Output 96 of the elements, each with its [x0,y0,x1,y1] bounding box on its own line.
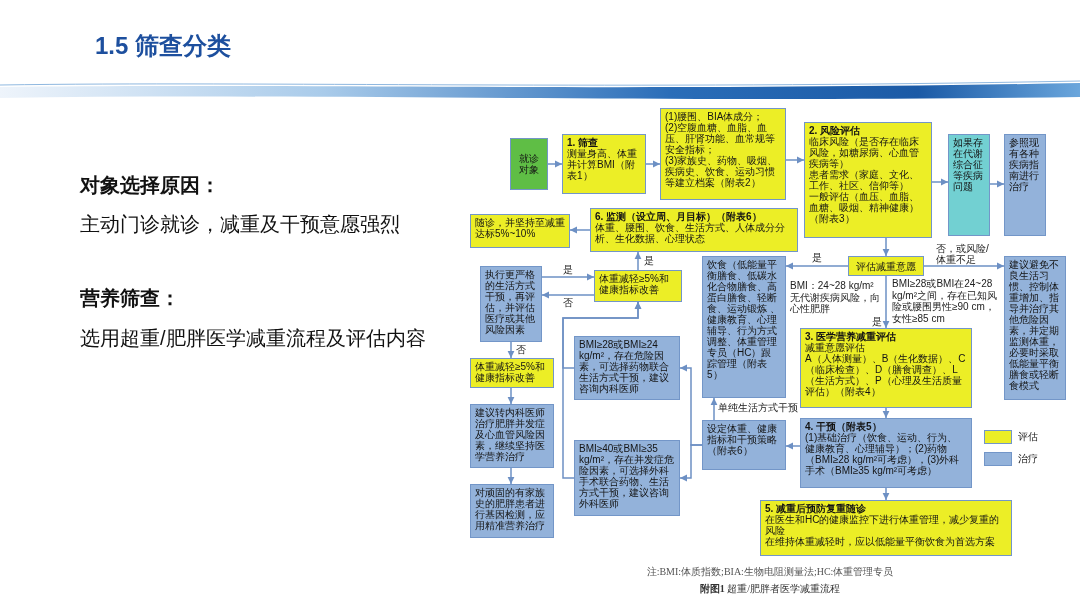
box-text: 减重意愿评估 [805,342,865,353]
arrow [541,273,595,281]
box-text: 体重、腰围、饮食、生活方式、人体成分分析、生化数据、心理状态 [595,222,786,244]
process-box [800,328,972,408]
box-text: (2)空腹血糖、血脂、血压、肝肾功能、血常规等安全指标； [665,122,776,155]
edge-label: 是 [644,255,654,266]
arrow [507,467,515,485]
edge-label: 否 [516,344,526,355]
box-text: BMI≥28或BMI≥24 kg/m²，存在危险因素，可选择药物联合生活方式干预，建议咨询内科医师 [579,339,670,394]
box-text: 如果存在代谢综合征等疾病问题 [953,137,984,192]
box-text: 对顽固的有家族史的肥胖患者进行基因检测，应用精准营养治疗 [475,487,546,531]
section-heading: 对象选择原因： [80,174,220,197]
box-text: 评估减重意愿 [856,260,916,272]
box-text: 随诊，并坚持至减重达标5%~10% [475,217,565,239]
box-text: 一般评估（血压、血脂、血糖、吸烟、精神健康）（附表3） [809,191,920,224]
arrow [547,160,563,168]
box-text: 参照现有各种疾病指南进行治疗 [1009,137,1040,192]
box-text: A（人体测量）、B（生化数据）、C（临床检查）、D（膳食调查）、L（生活方式）、P（心理及生活质量评估）（附表4） [805,353,967,397]
process-box [760,500,1012,556]
process-box [1004,134,1046,236]
arrow [569,226,591,234]
process-box [1004,256,1066,400]
legend-label: 治疗 [1018,453,1038,464]
arrow [785,262,849,270]
edge-label: 是 [872,316,882,327]
box-heading: 4. 干预（附表5） [805,421,882,432]
box-text: 就诊对象 [518,153,540,175]
box-text: 临床风险（是否存在临床风险，如糖尿病、心血管疾病等） [809,136,920,169]
box-heading: 2. 风险评估 [809,125,861,136]
process-box [702,420,786,470]
box-text: 体重减轻≥5%和健康指标改善 [475,361,546,383]
edge-label: 否 [563,297,573,308]
section-heading: 营养筛查： [80,287,180,310]
box-text: 测量身高、体重并计算BMI（附表1） [567,148,638,181]
box-heading: 6. 监测（设立周、月目标）（附表6） [595,211,762,222]
process-box [470,404,554,468]
body-text: 选用超重/肥胖医学减重流程及评估内容 [80,327,426,350]
process-box [660,108,786,200]
arrow [645,160,661,168]
arrow [634,251,642,271]
box-text: 建议避免不良生活习惯、控制体重增加、指导并治疗其他危险因素，并定期监测体重，必要时采取低能量平衡膳食或轻断食模式 [1009,259,1060,391]
box-text: BMI≥40或BMI≥35 kg/m²，存在并发症危险因素，可选择外科手术联合药物、生活方式干预，建议咨询外科医师 [579,443,675,509]
arrow [507,387,515,405]
edge-label: 是 [812,252,822,263]
process-box [702,256,786,398]
process-box [510,138,548,190]
process-box [562,134,646,194]
figure-caption: 附图1 超重/肥胖者医学减重流程 [699,583,841,595]
box-text: 设定体重、健康指标和干预策略（附表6） [707,423,778,456]
process-box [470,214,570,248]
process-box [470,358,554,388]
box-text: 体重减轻≥5%和健康指标改善 [599,273,670,295]
process-box [804,122,932,238]
condition-note: BMI：24~28 kg/m² 无代谢疾病风险，向心性肥胖 [790,280,880,315]
body-text: 主动门诊就诊，减重及干预意愿强烈 [80,213,400,236]
arrow [931,178,949,186]
process-box [470,484,554,538]
process-box [948,134,990,236]
box-text: 在维持体重减轻时，应以低能量平衡饮食为首选方案 [765,536,995,547]
process-box [800,418,972,488]
legend-label: 评估 [1018,431,1038,442]
arrow [541,291,595,299]
box-text: 饮食（低能量平衡膳食、低碳水化合物膳食、高蛋白膳食、轻断食、运动锻炼 、健康教育、心理辅导、行为方式调整、体重管理专员（HC）跟踪管理（附表5） [707,259,781,380]
process-box [594,270,682,302]
arrow [710,397,718,421]
arrow [679,444,703,482]
process-box [574,440,680,516]
box-heading: 5. 减重后预防复重随诊 [765,503,867,514]
arrow [882,407,890,419]
arrow [785,156,805,164]
box-text: (1)基础治疗（饮食、运动、行为、健康教育、心理辅导）；(2)药物（BMI≥28 kg/m²可考虑），(3)外科手术（BMI≥35 kg/m²可考虑） [805,432,961,476]
condition-note: BMI≥28或BMI在24~28 kg/m²之间，存在已知风险或腰围男性≥90 cm，女性≥85 cm [892,278,998,324]
edge-label: 单纯生活方式干预 [718,402,798,413]
arrow [989,180,1005,188]
box-text: 患者需求（家庭、文化、工作、社区、信仰等） [809,169,920,191]
arrow [923,262,1005,270]
arrow [882,487,890,501]
process-box [590,208,798,252]
box-text: 在医生和HC的健康监控下进行体重管理，减少复重的风险 [765,514,1001,536]
box-heading: 1. 筛查 [567,137,599,148]
process-box [480,266,542,342]
process-box [574,336,680,400]
box-text: (1)腰围、BIA体成分； [665,111,764,122]
box-text: 执行更严格的生活方式干预，再评估，并评估医疗或其他风险因素 [485,269,536,335]
arrow [507,341,515,359]
edge-label: 是 [563,264,573,275]
box-text: 建议转内科医师治疗肥胖并发症及心血管风险因素，继续坚持医学营养治疗 [475,407,546,462]
arrow [882,237,890,257]
box-heading: 3. 医学营养减重评估 [805,331,897,342]
slide-title: 1.5 筛查分类 [95,32,232,60]
process-box [848,256,924,276]
box-text: (3)家族史、药物、吸烟、疾病史、饮食、运动习惯等建立档案（附表2） [665,155,779,188]
arrow [562,301,642,479]
arrow [785,442,801,450]
arrow [882,275,890,329]
footnote: 注:BMI:体质指数;BIA:生物电阻测量法;HC:体重管理专员 [646,566,894,578]
